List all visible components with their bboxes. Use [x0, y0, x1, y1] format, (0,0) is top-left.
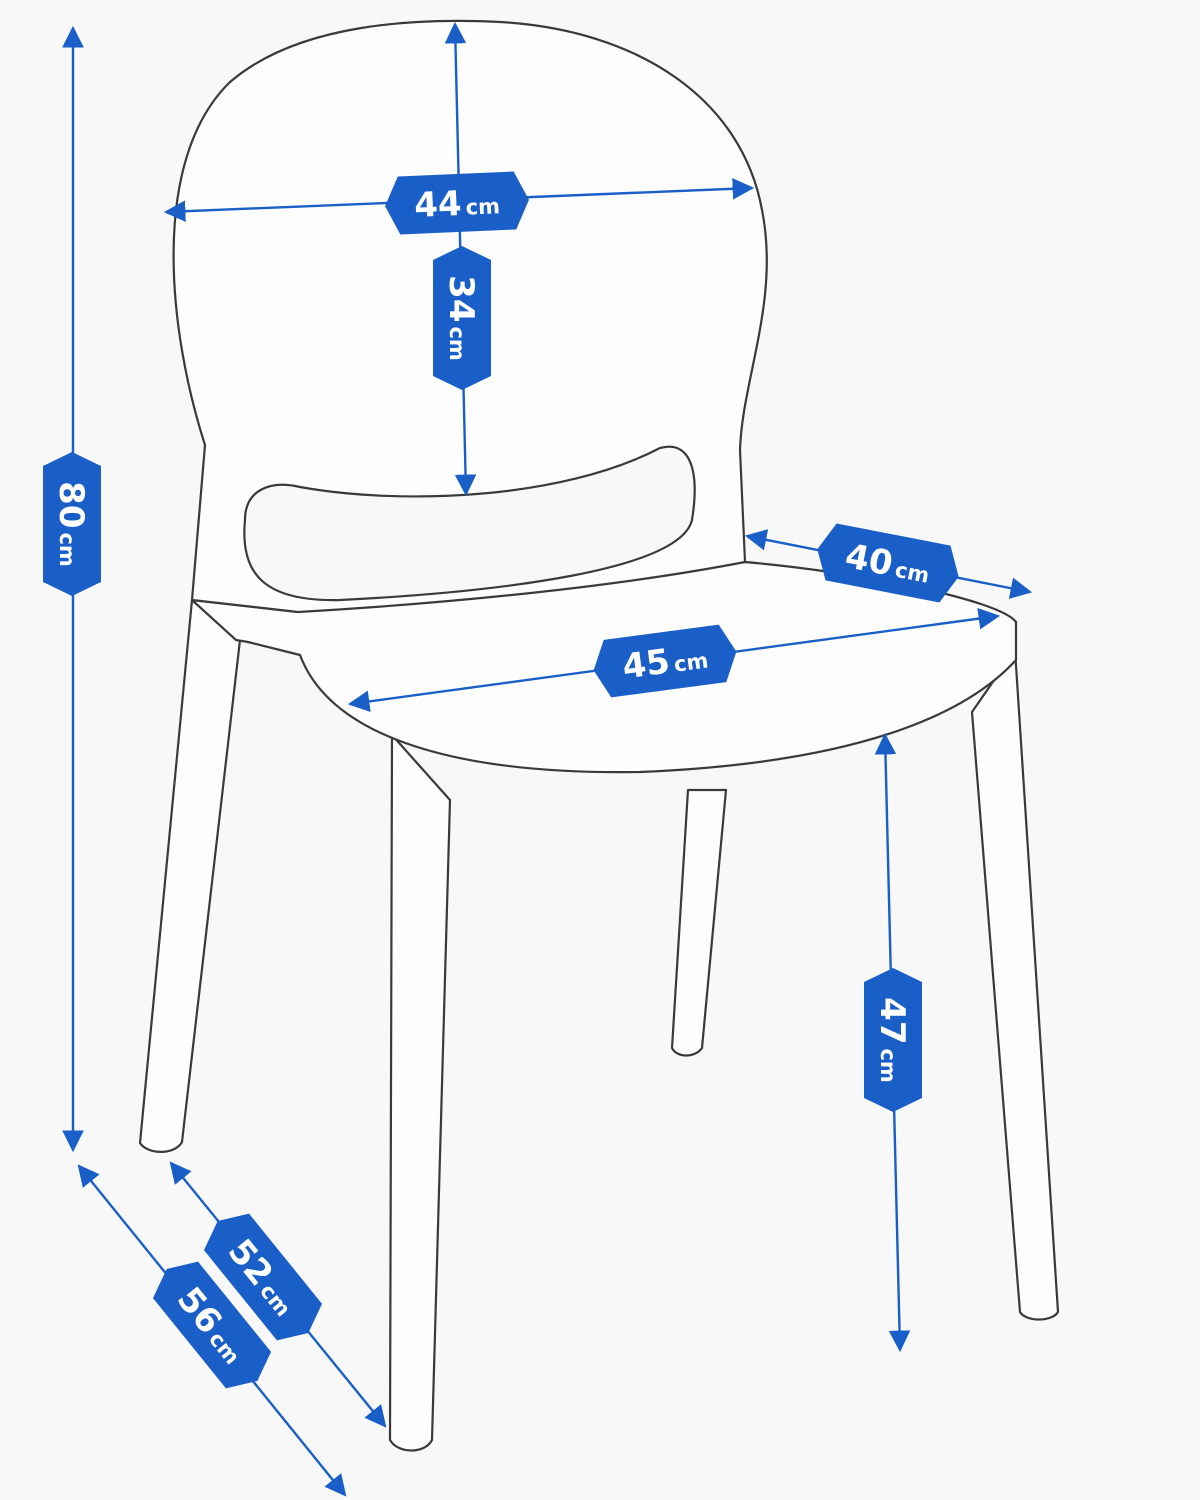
- svg-text:34cm: 34cm: [441, 275, 481, 361]
- svg-text:40cm: 40cm: [842, 536, 934, 592]
- svg-text:47cm: 47cm: [872, 997, 912, 1083]
- back-cutout: [243, 445, 696, 602]
- chair-illustration: [138, 19, 1060, 1452]
- label-52: 52cm: [203, 1213, 323, 1341]
- svg-text:80cm: 80cm: [51, 481, 91, 567]
- label-47: 47cm: [864, 968, 922, 1112]
- label-34: 34cm: [433, 246, 491, 390]
- front-right-leg: [970, 648, 1060, 1321]
- label-45: 45cm: [593, 624, 737, 698]
- svg-text:45cm: 45cm: [620, 637, 710, 688]
- back-left-leg: [138, 598, 242, 1153]
- label-80: 80cm: [43, 452, 101, 596]
- label-40: 40cm: [817, 523, 959, 603]
- front-left-leg: [388, 733, 452, 1452]
- label-56: 56cm: [152, 1261, 272, 1389]
- back-right-leg: [670, 788, 728, 1057]
